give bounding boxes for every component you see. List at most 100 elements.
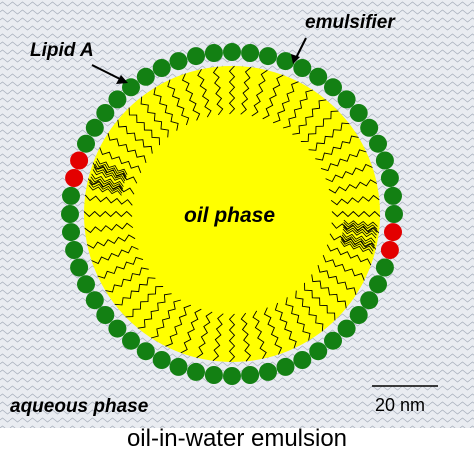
lipid-a-tail bbox=[343, 224, 378, 233]
emulsifier-head bbox=[152, 59, 171, 77]
emulsifier-head bbox=[187, 362, 205, 381]
emulsifier-head bbox=[349, 306, 368, 324]
lipid-a-tail bbox=[340, 238, 374, 252]
emulsifier-head bbox=[293, 351, 312, 369]
tail bbox=[197, 68, 212, 118]
tail bbox=[128, 107, 160, 146]
lipid-a-tail bbox=[343, 219, 378, 227]
tail bbox=[300, 110, 339, 142]
lipid-a-tail bbox=[341, 236, 375, 249]
emulsifier-head bbox=[187, 47, 205, 66]
emulsifier-head bbox=[337, 319, 356, 338]
tail bbox=[86, 234, 136, 249]
emulsifier-head bbox=[375, 151, 394, 170]
emulsifier-head bbox=[324, 331, 342, 350]
emulsifier-head bbox=[122, 331, 140, 350]
tail bbox=[240, 312, 252, 362]
emulsifier-head bbox=[62, 223, 80, 242]
lipid-a-tail bbox=[96, 158, 128, 175]
tail bbox=[263, 307, 283, 355]
lipid-a-head bbox=[384, 223, 402, 242]
tail bbox=[97, 256, 144, 279]
tail bbox=[117, 119, 153, 154]
emulsifier-head bbox=[61, 205, 79, 223]
emulsifier-head bbox=[85, 118, 104, 137]
emulsifier-head bbox=[276, 52, 295, 71]
emulsifier-head bbox=[337, 90, 356, 109]
tail bbox=[311, 274, 347, 309]
tail bbox=[84, 194, 133, 206]
figure-caption: oil-in-water emulsion bbox=[126, 425, 348, 452]
emulsifier-head bbox=[375, 258, 394, 277]
emulsifier-head bbox=[241, 366, 260, 384]
tail bbox=[315, 135, 359, 161]
tail bbox=[292, 99, 327, 135]
surfactant-tails bbox=[83, 65, 381, 363]
tail bbox=[240, 66, 252, 115]
tail bbox=[322, 254, 365, 281]
emulsifier-head bbox=[369, 134, 387, 153]
tail bbox=[317, 264, 357, 296]
tail bbox=[330, 194, 380, 206]
emulsifier-head bbox=[204, 366, 223, 384]
emulsifier-head bbox=[309, 67, 328, 86]
tail bbox=[137, 293, 172, 329]
emulsifier-head bbox=[380, 169, 399, 187]
tail bbox=[228, 313, 236, 363]
emulsifier-head bbox=[108, 319, 127, 338]
emulsifier-head bbox=[223, 367, 241, 385]
oil-droplet bbox=[84, 66, 380, 362]
emulsifier-head bbox=[65, 241, 84, 259]
lipid-a-tail bbox=[89, 182, 123, 194]
emulsifier-head bbox=[96, 306, 115, 324]
lipid-a-tail bbox=[93, 166, 126, 182]
tail bbox=[282, 89, 314, 129]
tail bbox=[295, 290, 324, 332]
scale-bar-label: 20 nm bbox=[375, 395, 426, 415]
tail bbox=[328, 179, 378, 194]
emulsifier-head bbox=[384, 186, 402, 205]
tail bbox=[125, 286, 164, 318]
tail bbox=[153, 87, 179, 131]
tail bbox=[140, 96, 169, 138]
lipid-a-head bbox=[65, 169, 84, 187]
emulsifier-head bbox=[309, 342, 328, 361]
tail bbox=[274, 302, 297, 349]
lipid-a-tail bbox=[342, 228, 377, 239]
tail bbox=[167, 79, 190, 126]
emulsifier-head bbox=[136, 342, 155, 361]
lipid-a-tail bbox=[343, 226, 377, 236]
tail bbox=[320, 149, 367, 172]
emulsifier-head bbox=[70, 258, 89, 277]
tail bbox=[285, 297, 311, 341]
oil-phase-label: oil phase bbox=[184, 204, 276, 227]
lipid-a-arrow bbox=[91, 64, 128, 84]
tail bbox=[84, 222, 134, 234]
emulsifier-head bbox=[62, 186, 80, 205]
lipid-a-head bbox=[380, 241, 399, 259]
tail bbox=[325, 163, 373, 183]
lipid-a-tail bbox=[90, 176, 124, 190]
emulsifier-head bbox=[108, 90, 127, 109]
lipid-a-tail bbox=[340, 241, 373, 255]
emulsifier-head bbox=[259, 362, 277, 381]
tail bbox=[308, 122, 350, 151]
emulsifier-head bbox=[77, 275, 95, 294]
tail bbox=[99, 147, 142, 174]
tail bbox=[228, 65, 236, 115]
lipid-a-tail bbox=[342, 232, 376, 243]
tail bbox=[262, 74, 284, 120]
lipid-a-tail bbox=[91, 173, 124, 187]
lipid-a-label: Lipid A bbox=[30, 40, 94, 61]
tail bbox=[105, 267, 149, 293]
lipid-a-tail bbox=[88, 185, 122, 196]
lipid-a-tail bbox=[95, 161, 127, 177]
emulsifier-head bbox=[136, 67, 155, 86]
emulsifier-head bbox=[169, 52, 188, 71]
tail bbox=[252, 310, 267, 360]
emulsifier-head bbox=[293, 59, 312, 77]
emulsifier-head bbox=[385, 205, 403, 223]
emulsifier-label: emulsifier bbox=[305, 12, 395, 33]
emulsifier-head bbox=[77, 134, 95, 153]
